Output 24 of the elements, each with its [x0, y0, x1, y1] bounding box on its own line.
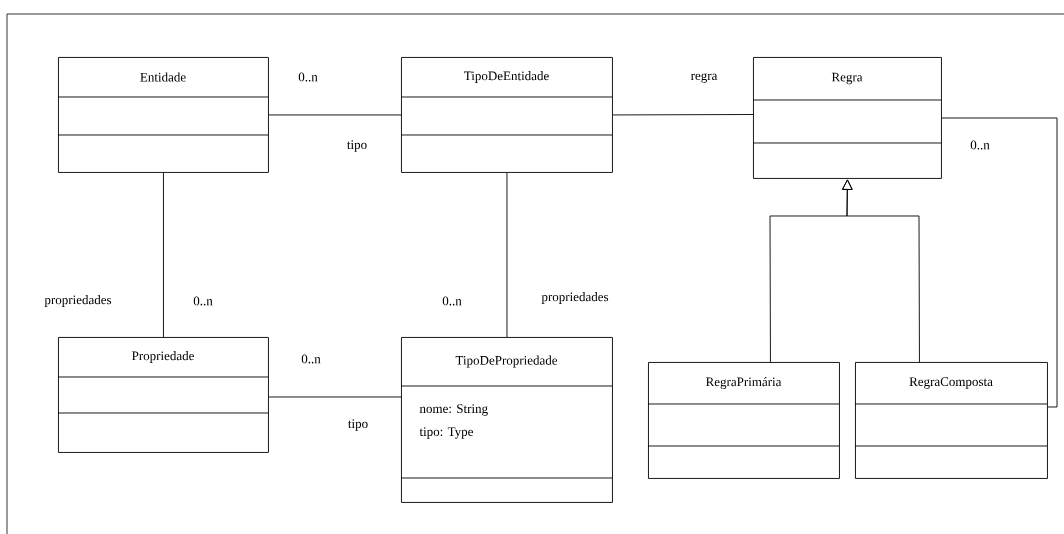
association-label: 0..n: [970, 140, 990, 150]
class-box: Propriedade: [57, 337, 269, 453]
association-label: 0..n: [298, 72, 318, 82]
association-line: [941, 117, 1058, 408]
association-label: tipo: [347, 140, 367, 152]
association-line: [506, 172, 508, 338]
class-box: TipoDePropriedade nome: String tipo: Type: [400, 337, 613, 503]
class-box: Regra: [752, 57, 942, 179]
class-box: RegraComposta: [854, 362, 1048, 479]
class-box: RegraPrimária: [647, 362, 840, 479]
association-line: [268, 396, 402, 398]
association-label: 0..n: [442, 296, 462, 306]
association-label: 0..n: [301, 354, 321, 364]
association-line: [268, 114, 402, 116]
association-label: tipo: [348, 419, 368, 431]
class-box: TipoDeEntidade: [400, 57, 613, 173]
generalization-arrow: [842, 179, 920, 363]
class-box: Entidade: [57, 57, 269, 173]
association-label: regra: [690, 73, 718, 83]
association-label: 0..n: [193, 296, 213, 306]
association-label: propriedades: [44, 295, 112, 307]
association-label: propriedades: [541, 292, 609, 304]
association-line: [612, 114, 754, 116]
association-line: [163, 172, 164, 338]
